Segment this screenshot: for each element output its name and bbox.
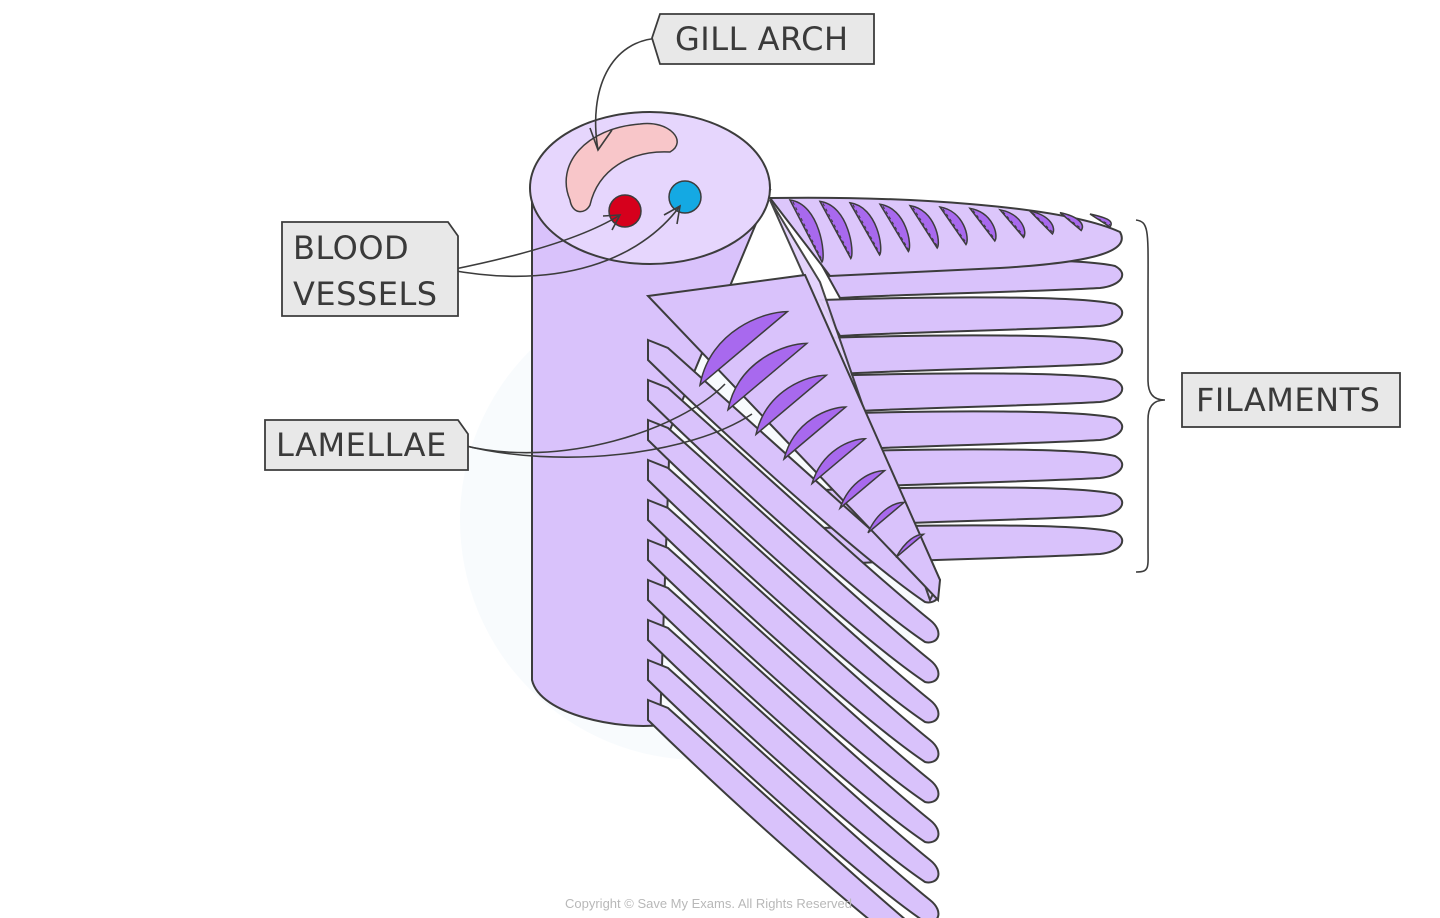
lamella-dash (699, 311, 788, 386)
lamella (1027, 209, 1055, 236)
lamella (810, 438, 868, 486)
lamella (867, 501, 907, 534)
diagonal-filament (647, 418, 940, 684)
right-filament (818, 372, 1124, 414)
lamella-dash (1002, 211, 1024, 236)
right-filament (818, 296, 1124, 338)
diagonal-filament (647, 658, 940, 918)
diagonal-filament (647, 698, 906, 918)
leader-lines (449, 37, 1166, 573)
gill-arch-label-text: GILL ARCH (675, 20, 849, 58)
gill-arch-bone (565, 122, 678, 213)
diagonal-filament (647, 578, 940, 844)
gill-arch-label: GILL ARCH (651, 13, 875, 65)
lamella (818, 200, 853, 260)
lamella-dash (895, 533, 924, 558)
oxygenated-blood-vessel (608, 194, 642, 228)
right-filament (818, 334, 1124, 376)
lamella-dash (912, 207, 938, 247)
diagonal-lamellae (698, 310, 926, 558)
lamella (726, 342, 809, 412)
lamella (968, 207, 997, 243)
lamella-dash (882, 205, 909, 250)
lamellae-label: LAMELLAE (264, 419, 469, 471)
diagonal-filament (647, 378, 940, 644)
lamella-dash (1062, 214, 1082, 229)
lamella (998, 208, 1026, 239)
diagonal-filament (647, 458, 940, 724)
lamella-dash (942, 208, 967, 243)
lamella (938, 205, 968, 246)
top-lamellae (788, 199, 1112, 264)
right-filament (818, 410, 1124, 452)
lamella (1059, 211, 1084, 232)
blood-vessels-label-line1: BLOOD (293, 229, 409, 267)
lamella-dash (792, 201, 823, 261)
lamella-dash (867, 502, 905, 534)
diagonal-filaments (647, 338, 940, 918)
lamella-dash (1032, 212, 1053, 233)
filaments-label: FILAMENTS (1181, 372, 1401, 428)
lamella-dash (727, 343, 808, 411)
lamellae-label-text: LAMELLAE (276, 426, 447, 464)
blood-vessels-label-line2: VESSELS (293, 275, 438, 313)
diagonal-filament (647, 618, 940, 884)
diagonal-filament (647, 538, 940, 804)
filaments-label-text: FILAMENTS (1196, 381, 1380, 419)
blood-vessels-label: BLOOD VESSELS (281, 221, 459, 317)
lamella (908, 204, 940, 250)
lamella-dash (839, 470, 885, 509)
lamella-dash (822, 203, 852, 257)
deoxygenated-blood-vessel (668, 180, 702, 214)
copyright-text: Copyright © Save My Exams. All Rights Re… (565, 896, 852, 911)
lamella-dash (783, 406, 847, 460)
diagonal-filament (647, 498, 940, 764)
